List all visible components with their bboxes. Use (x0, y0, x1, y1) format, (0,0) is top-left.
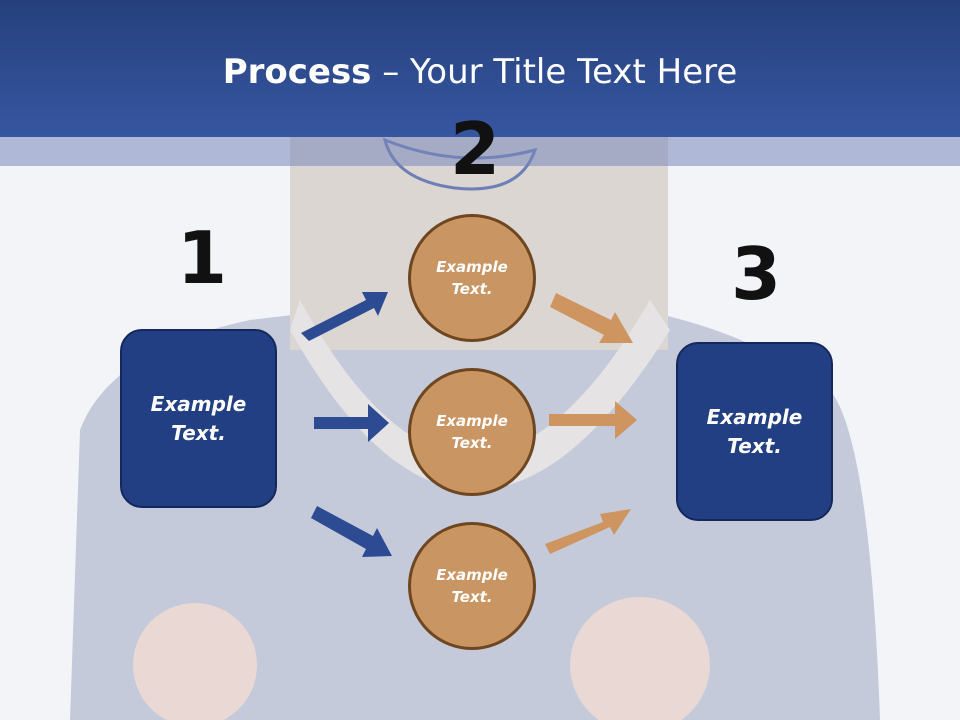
circle-middle-label: Example Text. (436, 411, 508, 453)
step-number-2: 2 (450, 107, 501, 191)
step-number-3: 3 (731, 232, 782, 316)
process-circle-middle: Example Text. (408, 368, 536, 496)
arrow-blue-straight (314, 404, 389, 442)
process-circle-top: Example Text. (408, 214, 536, 342)
page-title: Process – Your Title Text Here (0, 52, 960, 92)
right-process-box: Example Text. (676, 342, 833, 521)
arrow-blue-down (311, 506, 392, 557)
header-band (0, 137, 960, 166)
header-bar (0, 0, 960, 137)
left-process-box: Example Text. (120, 329, 277, 508)
circle-top-label: Example Text. (436, 257, 508, 299)
arrow-orange-down (550, 293, 633, 343)
circle-bottom-label: Example Text. (436, 565, 508, 607)
right-box-label: Example Text. (706, 404, 803, 458)
arrow-orange-up (545, 509, 631, 554)
process-circle-bottom: Example Text. (408, 522, 536, 650)
title-rest: – Your Title Text Here (371, 52, 738, 92)
title-bold: Process (222, 52, 372, 92)
left-box-label: Example Text. (150, 391, 247, 445)
arrow-orange-straight (549, 401, 637, 439)
arrow-blue-up (301, 292, 388, 341)
step-number-1: 1 (177, 216, 228, 300)
